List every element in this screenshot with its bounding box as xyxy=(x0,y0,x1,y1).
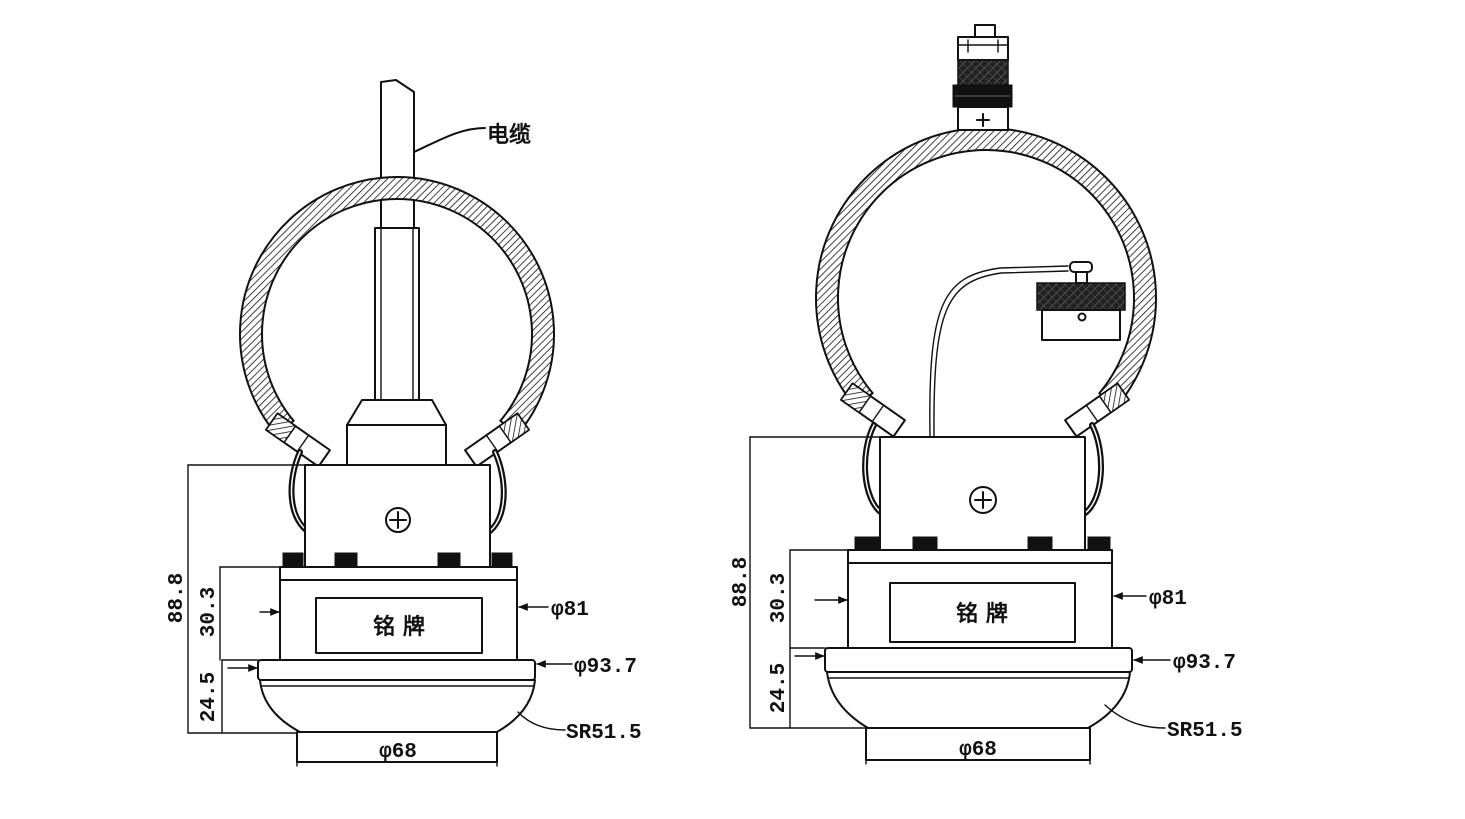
leader-spherical-radius xyxy=(1104,704,1166,729)
nameplate-label: 铭 牌 xyxy=(373,614,425,640)
base-height-text: 24.5 xyxy=(768,663,791,713)
right-device: 铭 牌 88.8 30.3 24.5 φ81 φ93.7 SR51.5 xyxy=(730,24,1243,765)
internal-cable-2 xyxy=(933,270,1069,438)
base-diameter-text: φ68 xyxy=(959,739,997,762)
cable-label: 电缆 xyxy=(487,122,531,148)
total-height-text: 88.8 xyxy=(166,573,189,623)
top-connector xyxy=(952,24,1013,131)
bracket-hatch xyxy=(1098,382,1130,414)
nut xyxy=(334,552,358,568)
bracket-divider xyxy=(1085,404,1099,423)
nut xyxy=(282,552,304,568)
inner-connector xyxy=(1036,261,1126,341)
ring-bracket-right xyxy=(464,412,530,468)
nut xyxy=(491,552,513,568)
wire-loop-right xyxy=(1081,422,1104,517)
connector-knurl xyxy=(957,59,1009,86)
housing-height-text: 30.3 xyxy=(768,573,791,623)
ring-bracket-right xyxy=(1064,382,1130,438)
left-device: 铭 牌 电缆 88.8 30.3 24.5 φ81 φ93.7 xyxy=(166,79,642,767)
nut xyxy=(1087,536,1111,551)
base-foot xyxy=(865,727,1091,761)
base-diameter-text: φ68 xyxy=(379,741,417,764)
bracket-divider xyxy=(871,404,885,423)
nut xyxy=(912,536,938,551)
wire-loop-core xyxy=(1083,424,1102,515)
housing-diameter-text: φ81 xyxy=(551,599,589,622)
bracket-divider xyxy=(296,434,310,453)
inner-connector-knurl xyxy=(1036,282,1126,311)
connector-head xyxy=(957,36,1009,61)
flange xyxy=(824,647,1133,673)
nameplate xyxy=(889,582,1076,643)
spherical-base xyxy=(826,671,1131,729)
cable-gland xyxy=(374,227,420,401)
cable xyxy=(346,79,447,466)
inner-connector-body xyxy=(1041,309,1121,341)
handle-ring xyxy=(815,126,1157,409)
ring-bracket-left xyxy=(265,412,331,468)
spherical-base xyxy=(259,679,536,733)
ring-bracket-left xyxy=(840,382,906,438)
inner-connector-knob xyxy=(1069,261,1093,273)
dimensions-right: 88.8 30.3 24.5 φ81 φ93.7 SR51.5 φ68 xyxy=(730,436,1243,765)
bracket-hatch xyxy=(265,412,297,444)
bracket-divider xyxy=(485,434,499,453)
cable-connector-base xyxy=(346,424,447,466)
nameplate-label: 铭 牌 xyxy=(956,601,1008,627)
nut xyxy=(1027,536,1053,551)
housing-height-text: 30.3 xyxy=(198,587,221,637)
cable-connector-taper xyxy=(346,399,447,426)
nut xyxy=(437,552,461,568)
cable-leader xyxy=(413,127,486,153)
inner-connector-stem xyxy=(1075,271,1088,284)
bracket-hatch xyxy=(498,412,530,444)
base-height-text: 24.5 xyxy=(198,672,221,722)
inner-connector-hole xyxy=(1077,312,1087,322)
flange xyxy=(257,659,536,681)
internal-cable xyxy=(929,265,1069,438)
cable-strip xyxy=(380,79,415,229)
flange-diameter-text: φ93.7 xyxy=(574,656,637,679)
base-foot xyxy=(296,731,498,763)
nut xyxy=(854,536,881,551)
wire-loop-outer xyxy=(1081,422,1104,517)
housing-diameter-text: φ81 xyxy=(1149,588,1187,611)
total-height-text: 88.8 xyxy=(730,557,753,607)
wire-loop-core xyxy=(864,424,884,515)
wire-loop-right xyxy=(483,449,507,537)
screw-plus-icon xyxy=(385,507,411,533)
flange-diameter-text: φ93.7 xyxy=(1173,652,1236,675)
connector-pin xyxy=(974,24,996,38)
screw-plus-icon xyxy=(969,486,997,514)
wire-loop-core xyxy=(485,451,505,535)
spherical-radius-text: SR51.5 xyxy=(1167,720,1243,743)
bracket-hatch xyxy=(840,382,872,414)
leader-spherical-radius xyxy=(517,711,566,731)
nameplate xyxy=(315,597,483,654)
spherical-radius-text: SR51.5 xyxy=(566,722,642,745)
wire-loop-left xyxy=(862,422,886,517)
dimensions-left: 88.8 30.3 24.5 φ81 φ93.7 SR51.5 φ68 xyxy=(166,464,642,767)
